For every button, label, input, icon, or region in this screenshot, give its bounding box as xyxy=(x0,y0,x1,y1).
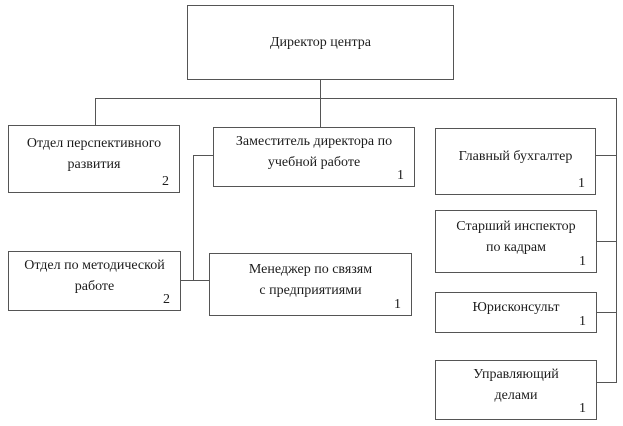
org-node-methodical-dept: Отдел по методической работе 2 xyxy=(8,251,181,311)
org-node-legal-counsel-label: Юрисконсульт xyxy=(472,300,560,315)
org-node-business-manager-count: 1 xyxy=(579,400,586,416)
connector-stub-hr-inspector xyxy=(596,241,617,242)
org-node-hr-inspector-count: 1 xyxy=(579,253,586,269)
connector-stub-deputy-director xyxy=(193,155,214,156)
org-node-perspective-dept: Отдел перспективного развития 2 xyxy=(8,125,180,193)
org-node-chief-accountant-label: Главный бухгалтер xyxy=(458,149,573,164)
org-node-perspective-dept-label: Отдел перспективного развития xyxy=(26,136,162,172)
connector-top-rail xyxy=(95,98,617,99)
org-node-enterprise-manager-count: 1 xyxy=(394,296,401,312)
connector-stub-legal-counsel xyxy=(596,312,617,313)
org-node-hr-inspector: Старший инспектор по кадрам 1 xyxy=(435,210,597,273)
org-node-business-manager: Управляющий делами 1 xyxy=(435,360,597,420)
org-node-methodical-dept-count: 2 xyxy=(163,291,170,307)
org-node-director-label: Директор центра xyxy=(269,35,371,50)
org-node-deputy-director-count: 1 xyxy=(397,167,404,183)
connector-right-rail-vertical xyxy=(616,98,617,383)
org-node-hr-inspector-label: Старший инспектор по кадрам xyxy=(456,218,576,255)
org-node-business-manager-label: Управляющий делами xyxy=(473,367,559,403)
connector-middle-vertical xyxy=(193,155,194,281)
connector-left-drop xyxy=(95,98,96,125)
org-node-legal-counsel-count: 1 xyxy=(579,313,586,329)
org-node-director: Директор центра xyxy=(187,5,454,80)
connector-stub-chief-accountant xyxy=(595,155,617,156)
org-node-perspective-dept-count: 2 xyxy=(162,173,169,189)
org-node-methodical-dept-label: Отдел по методической работе xyxy=(24,258,165,294)
connector-middle-horizontal xyxy=(180,280,210,281)
org-node-deputy-director-label: Заместитель директора по учебной работе xyxy=(235,134,393,170)
org-node-chief-accountant: Главный бухгалтер 1 xyxy=(435,128,596,195)
connector-director-vertical xyxy=(320,79,321,127)
org-node-deputy-director: Заместитель директора по учебной работе … xyxy=(213,127,415,187)
org-node-enterprise-manager: Менеджер по связям с предприятиями 1 xyxy=(209,253,412,316)
connector-stub-business-manager xyxy=(596,382,617,383)
org-node-legal-counsel: Юрисконсульт 1 xyxy=(435,292,597,333)
org-node-enterprise-manager-label: Менеджер по связям с предприятиями xyxy=(248,261,373,298)
org-node-chief-accountant-count: 1 xyxy=(578,175,585,191)
